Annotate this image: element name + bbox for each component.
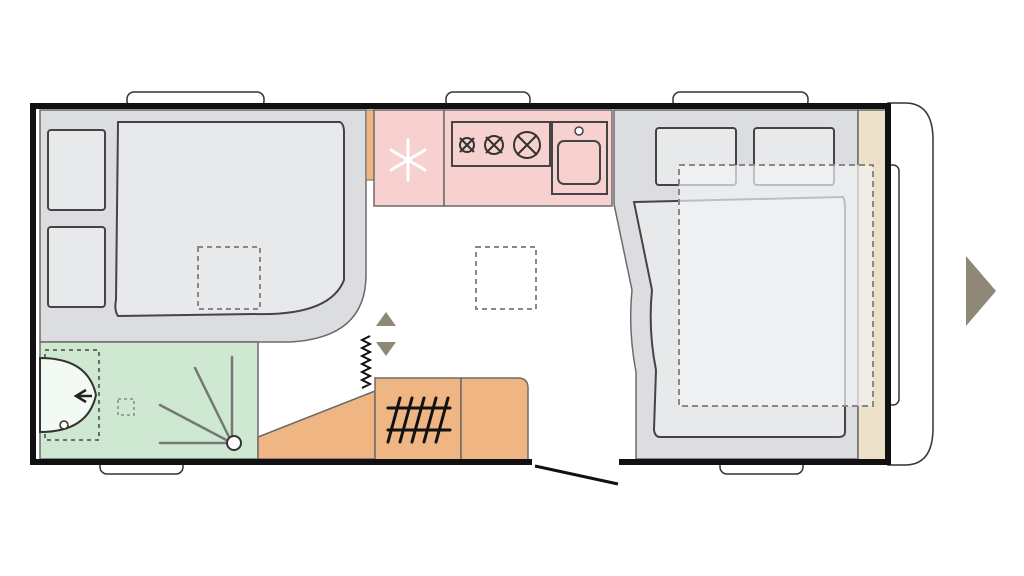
wardrobe <box>460 377 529 461</box>
front-bed <box>613 109 889 461</box>
shower-icon <box>158 355 242 451</box>
gas-burner-icon <box>459 131 541 159</box>
walls <box>30 103 891 465</box>
side-cabinet <box>257 377 529 461</box>
rear-seating <box>39 109 367 343</box>
kitchen-strip <box>365 109 375 181</box>
bathroom <box>39 341 259 460</box>
toilet-icon <box>39 356 98 434</box>
entrance-door <box>534 464 619 486</box>
travel-direction-icon <box>966 256 996 326</box>
sink-icon <box>551 121 608 195</box>
snowflake-icon <box>389 138 427 182</box>
skylight-rear <box>197 246 261 310</box>
seat-cushion-main <box>114 121 345 318</box>
skylight-center <box>475 246 537 310</box>
step-up-down-icon <box>376 312 396 356</box>
pillow-left-top <box>47 129 106 211</box>
pillow-left-bottom <box>47 226 106 308</box>
bathroom-skylight <box>117 398 135 416</box>
radiator-icon <box>386 396 452 444</box>
skylight-front <box>678 164 874 407</box>
kitchen <box>365 109 613 207</box>
heater-spring <box>359 335 373 389</box>
